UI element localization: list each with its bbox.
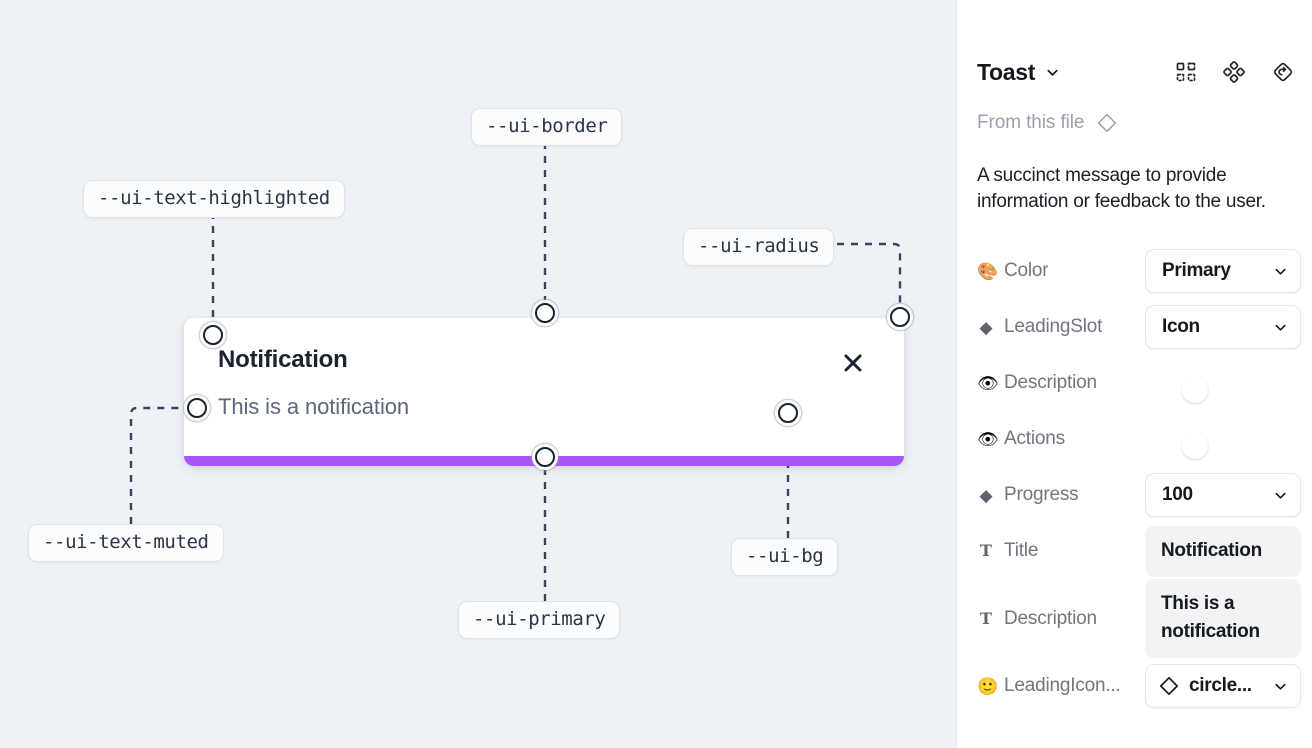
toggle-knob <box>1182 377 1208 403</box>
diamond-filled-icon: ◆ <box>979 317 993 337</box>
diamond-outline-icon <box>1096 112 1118 134</box>
property-label: Description <box>1004 372 1097 393</box>
property-label-group: 👁 Description <box>977 372 1145 394</box>
anchor-handle-text-muted[interactable] <box>187 398 207 418</box>
text-type-icon: T <box>980 608 992 628</box>
property-row-title: T Title Notification <box>957 523 1312 579</box>
component-grid-icon[interactable] <box>1175 61 1197 83</box>
leadingslot-select[interactable]: Icon <box>1145 305 1301 349</box>
property-control: 100 <box>1145 473 1301 517</box>
property-row-color: 🎨 Color Primary <box>957 243 1312 299</box>
palette-icon: 🎨 <box>977 261 999 281</box>
token-label-text-muted[interactable]: --ui-text-muted <box>28 524 224 562</box>
chevron-down-icon <box>1267 488 1288 503</box>
property-control <box>1182 374 1297 403</box>
panel-header-actions <box>1175 60 1295 84</box>
property-label: Description <box>1004 607 1097 629</box>
title-text-field[interactable]: Notification <box>1145 525 1301 577</box>
diamond-filled-icon: ◆ <box>979 485 993 505</box>
select-value: Icon <box>1162 316 1200 337</box>
property-label: Progress <box>1004 484 1079 505</box>
property-row-description-text: T Description This is a notification <box>957 579 1312 658</box>
eye-icon: 👁 <box>977 373 999 393</box>
properties-panel: Toast <box>956 0 1312 748</box>
property-control <box>1182 430 1297 459</box>
property-label: Color <box>1004 260 1049 281</box>
eye-icon: 👁 <box>977 429 999 449</box>
chevron-down-icon <box>1267 679 1288 694</box>
toast-description: This is a notification <box>218 394 409 419</box>
property-row-description-toggle: 👁 Description <box>957 355 1312 411</box>
close-x-icon[interactable] <box>840 350 866 376</box>
select-value: 100 <box>1162 484 1193 505</box>
property-label: LeadingSlot <box>1004 316 1103 337</box>
property-row-leadingicon: 🙂 LeadingIcon... circle... <box>957 658 1312 714</box>
chevron-down-icon <box>1267 264 1288 279</box>
toggle-knob <box>1182 433 1208 459</box>
property-label-group: ◆ LeadingSlot <box>977 316 1145 338</box>
diamond-outline-icon <box>1158 675 1180 697</box>
select-value: Primary <box>1162 260 1231 281</box>
property-label-group: T Description <box>977 608 1145 630</box>
description-text-field[interactable]: This is a notification <box>1145 579 1301 658</box>
property-rows: 🎨 Color Primary ◆ LeadingSlot <box>957 243 1312 714</box>
property-label-group: ◆ Progress <box>977 484 1145 506</box>
property-label: LeadingIcon... <box>1004 675 1121 696</box>
property-control: This is a notification <box>1145 579 1301 658</box>
toast-title: Notification <box>218 346 348 373</box>
design-canvas[interactable]: Notification This is a notification --ui… <box>0 0 956 748</box>
property-label-group: T Title <box>977 540 1145 562</box>
token-label-text-highlighted[interactable]: --ui-text-highlighted <box>83 180 345 218</box>
property-label-group: 👁 Actions <box>977 428 1145 450</box>
text-type-icon: T <box>980 541 992 560</box>
progress-select[interactable]: 100 <box>1145 473 1301 517</box>
toast-component-preview[interactable]: Notification This is a notification <box>184 318 904 466</box>
property-row-leadingslot: ◆ LeadingSlot Icon <box>957 299 1312 355</box>
property-control: Primary <box>1145 249 1301 293</box>
property-label: Title <box>1004 540 1039 561</box>
property-label: Actions <box>1004 428 1065 449</box>
anchor-handle-primary[interactable] <box>535 447 555 467</box>
anchor-handle-radius[interactable] <box>890 307 910 327</box>
token-label-border[interactable]: --ui-border <box>471 108 623 146</box>
anchor-handle-text-highlighted[interactable] <box>203 325 223 345</box>
anchor-handle-bg[interactable] <box>778 403 798 423</box>
property-row-actions-toggle: 👁 Actions <box>957 411 1312 467</box>
leadingicon-select[interactable]: circle... <box>1145 664 1301 708</box>
panel-title: Toast <box>977 58 1036 85</box>
from-this-file-row[interactable]: From this file <box>977 112 1118 134</box>
chevron-down-icon[interactable] <box>1045 65 1060 80</box>
chevron-down-icon <box>1267 320 1288 335</box>
property-control: circle... <box>1145 664 1301 708</box>
panel-header: Toast <box>957 48 1312 96</box>
token-label-radius[interactable]: --ui-radius <box>683 228 835 266</box>
property-control: Icon <box>1145 305 1301 349</box>
anchor-handle-border[interactable] <box>535 303 555 323</box>
variants-diamond-dots-icon[interactable] <box>1223 61 1245 83</box>
token-label-bg[interactable]: --ui-bg <box>731 538 839 576</box>
component-description: A succinct message to provide informatio… <box>977 165 1266 212</box>
color-select[interactable]: Primary <box>1145 249 1301 293</box>
property-label-group: 🎨 Color <box>977 260 1145 282</box>
property-control: Notification <box>1145 525 1301 577</box>
token-label-primary[interactable]: --ui-primary <box>458 601 621 639</box>
from-this-file-label: From this file <box>977 112 1085 133</box>
reset-instance-icon[interactable] <box>1271 60 1295 84</box>
property-label-group: 🙂 LeadingIcon... <box>977 675 1145 697</box>
select-value: circle... <box>1189 675 1252 696</box>
smiley-icon: 🙂 <box>977 676 999 696</box>
property-row-progress: ◆ Progress 100 <box>957 467 1312 523</box>
